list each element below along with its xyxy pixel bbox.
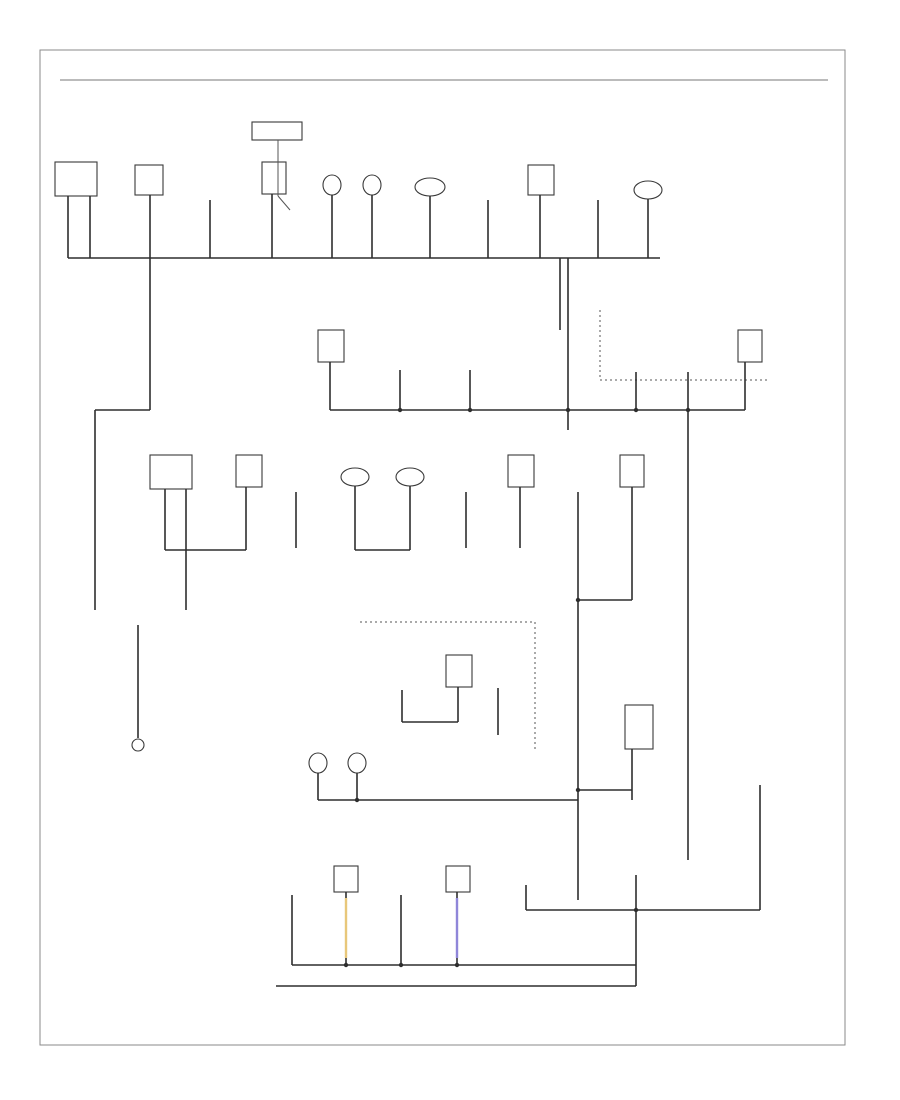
connector-box [619, 454, 645, 488]
ground-symbol [131, 738, 145, 752]
connector-box [235, 454, 263, 488]
connector-box [624, 704, 654, 750]
connector-box [251, 121, 303, 141]
junction-dot [467, 407, 473, 413]
lamp-bulb [322, 174, 342, 196]
lamp-bulb [633, 180, 663, 200]
page-frame [39, 49, 846, 1046]
junction-dot [354, 797, 360, 803]
junction-dot [565, 407, 571, 413]
lamp-bulb [340, 467, 370, 487]
connector-box [445, 865, 471, 893]
junction-dot [633, 407, 639, 413]
connector-box [445, 654, 473, 688]
left-ground [131, 625, 145, 752]
row-2 [317, 258, 768, 860]
row-4 [308, 621, 654, 803]
junction-dot [685, 407, 691, 413]
junction-dot [454, 962, 460, 968]
row-1-wires [67, 140, 660, 610]
connector-box [527, 164, 555, 196]
junction-dot [343, 962, 349, 968]
row-3 [149, 454, 645, 900]
junction-dot [575, 597, 581, 603]
connector-box [261, 161, 287, 195]
lamp-bulb [362, 174, 382, 196]
lamp-bulb [395, 467, 425, 487]
lamp-bulb [308, 752, 328, 774]
junction-dot [575, 787, 581, 793]
row-5 [276, 785, 761, 987]
connector-box [737, 329, 763, 363]
connector-box [317, 329, 345, 363]
lamp-bulb [347, 752, 367, 774]
junction-dot [397, 407, 403, 413]
connector-box [507, 454, 535, 488]
junction-dot [633, 907, 639, 913]
row-1-components [54, 121, 663, 200]
connector-box [134, 164, 164, 196]
connector-box [149, 454, 193, 490]
connector-box [54, 161, 98, 197]
connector-box [333, 865, 359, 893]
junction-dot [398, 962, 404, 968]
lamp-bulb [414, 177, 446, 197]
